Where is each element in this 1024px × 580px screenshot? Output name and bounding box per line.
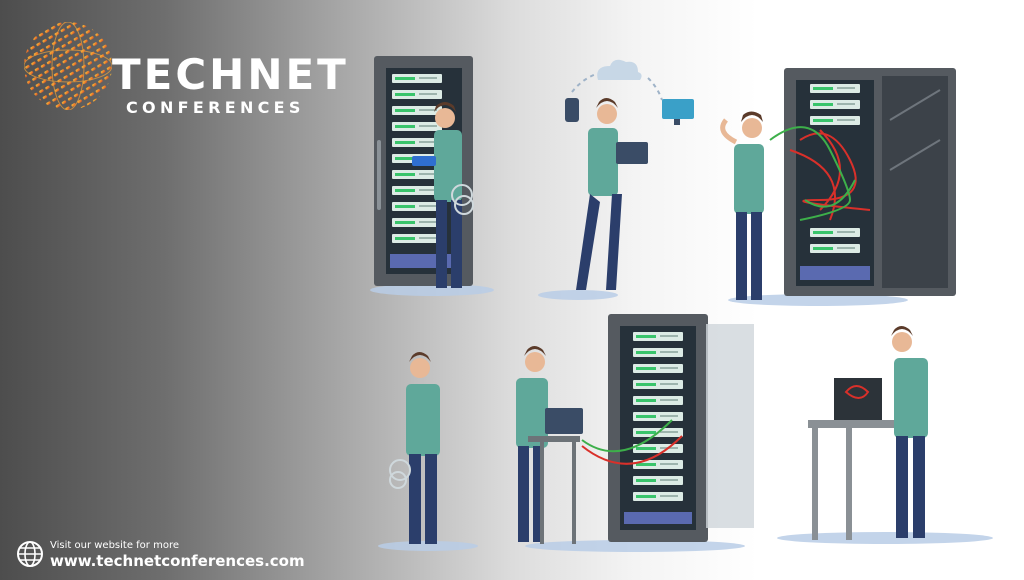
technician-at-laptop-stand [516,346,583,544]
globe-logo-icon [24,22,112,110]
server-rack-tangled [769,68,956,296]
technician-with-cable [389,352,440,544]
server-rack-large [581,314,754,542]
brand-title: TECHNET [112,50,349,99]
brand-subtitle: CONFERENCES [126,98,305,117]
website-footer[interactable]: Visit our website for more www.technetco… [16,539,336,571]
website-link[interactable]: www.technetconferences.com [50,552,305,570]
technician-confused [720,111,764,300]
technet-logo[interactable]: TECHNET CONFERENCES [22,20,346,116]
technician-with-tablet [412,102,474,288]
globe-icon [17,541,43,567]
technician-at-workbench [808,326,928,540]
technician-with-laptop-cloud [565,59,694,290]
floor-shadows [370,284,993,552]
footer-tagline: Visit our website for more [50,540,179,551]
